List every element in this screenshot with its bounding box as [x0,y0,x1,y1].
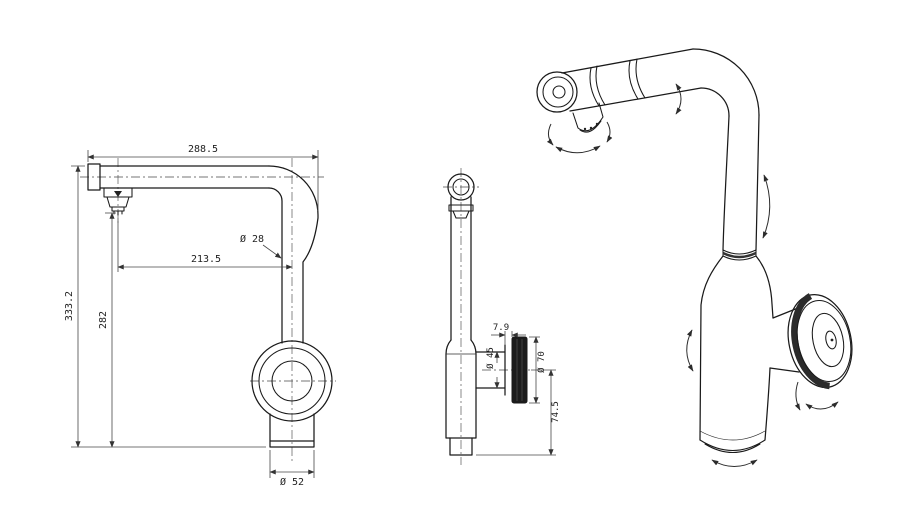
front-spout-height-dim-label: 282 [98,311,109,329]
persp-wheel-face [811,312,845,368]
persp-body-ring-band [722,251,757,259]
side-spout-circle-outer [447,173,475,201]
persp-bottom [699,439,766,454]
nozzle-left-arrow [546,123,554,146]
front-width-dim-label: 288.5 [188,144,218,155]
front-view: 288.5 333.2 282 213.5 Ø 28 Ø 52 [64,144,336,488]
handle-down-arrow [794,381,801,411]
persp-wheel-knurl [791,293,831,390]
front-base-dia-label: Ø 52 [280,476,304,488]
persp-wheel-center-dot [830,338,834,342]
persp-body-ring [722,249,757,261]
side-offset-dim-label: 7.9 [493,323,509,333]
spout-tilt-arrow [675,83,682,115]
perspective-view [536,48,853,467]
front-wheel-outer [251,340,333,422]
base-swivel-arrow [711,459,758,467]
side-sprayer-joint [448,204,474,219]
side-offset-ext [504,331,513,345]
front-sprayer-nub [114,191,122,197]
persp-spout-cap-mid [542,76,574,108]
persp-nozzle-hole-1 [583,127,587,131]
front-spout-tube [99,165,270,189]
front-width-ext [87,150,319,211]
front-spout-cap [87,163,101,191]
persp-spray-nozzle [572,102,604,133]
front-wheel-hub [271,360,313,402]
front-spout-dia-label: Ø 28 [240,233,264,245]
side-wheel-disc [511,336,528,404]
front-base [269,413,315,448]
persp-bend [692,48,760,117]
side-wheel-height-label: 74.5 [551,401,561,423]
front-height-ext [71,165,266,448]
persp-spout-joint-2 [628,58,646,100]
persp-bottom-joint [699,430,766,441]
side-spout-circle-inner [452,178,470,196]
side-riser [450,196,472,341]
nozzle-right-arrow [606,121,613,143]
persp-spout-cap-knob [552,85,566,99]
persp-wheel-cap [825,330,837,350]
front-reach-dim-label: 213.5 [191,254,221,265]
side-foot [449,437,473,456]
persp-spout-joint-1 [589,65,606,107]
front-height-dim-label: 333.2 [64,291,75,321]
wheel-turn-arrow [805,401,839,410]
front-spout-dia-leader [262,244,282,259]
lower-body-arrow [686,329,694,372]
nozzle-swivel-arrow [555,145,601,154]
front-wheel-rim [258,347,326,415]
side-view: 7.9 Ø 45 Ø 70 74.5 [443,168,561,465]
body-rotate-arrow [762,174,771,239]
persp-upper-body [722,114,760,251]
side-wheel-dia-label: Ø 70 [536,351,547,373]
side-handle-hub [475,344,506,396]
persp-spout-tube [561,48,702,112]
persp-nozzle-hole-2 [589,126,593,130]
persp-nozzle-hole-3 [595,122,599,126]
persp-wheel-outer [787,293,853,389]
side-hub-dia-label: Ø 45 [485,347,496,369]
persp-lower-body [699,255,774,441]
persp-wheel-rim [796,300,852,382]
front-bend-inner [268,187,283,344]
side-wheel-disc-lines [516,339,523,401]
persp-spout-cap-outer [536,71,578,113]
